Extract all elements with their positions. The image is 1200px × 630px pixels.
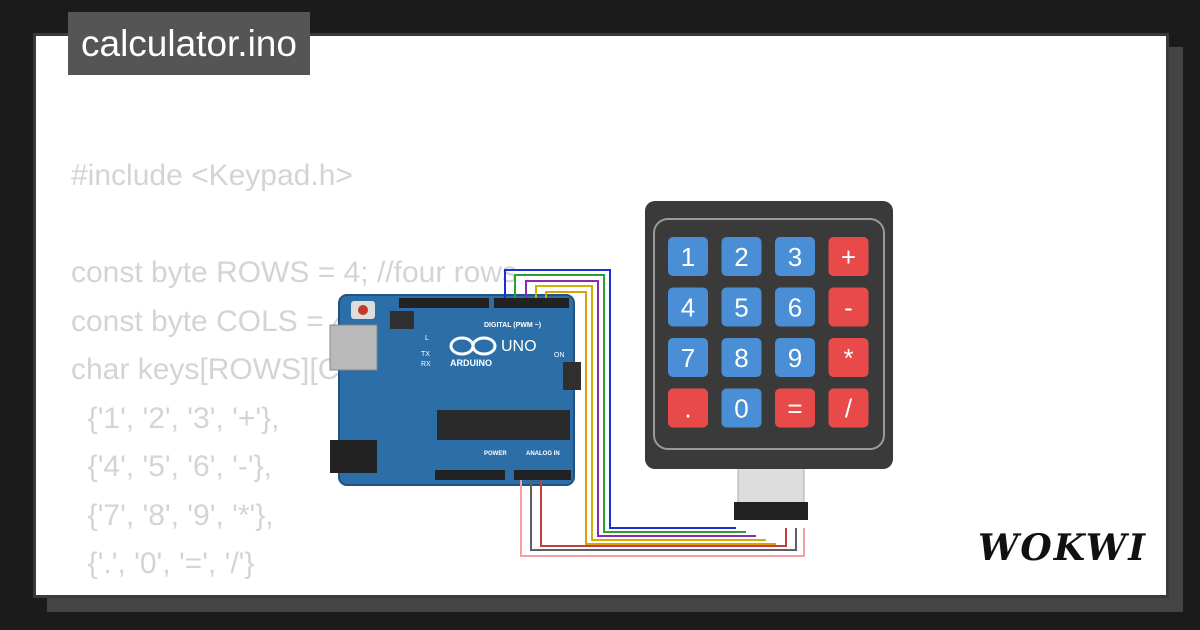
key-label: 6 [788, 293, 802, 323]
analog-label: ANALOG IN [526, 451, 560, 457]
key-*[interactable]: * [828, 338, 869, 377]
key-5[interactable]: 5 [721, 287, 762, 327]
arduino-model: UNO [501, 338, 537, 355]
wire-1 [504, 269, 736, 529]
wokwi-logo: WOKWI [978, 527, 1148, 569]
key-/[interactable]: / [828, 388, 869, 428]
l-label: L [425, 335, 429, 342]
key-label: - [844, 293, 853, 323]
key-label: 4 [681, 293, 695, 323]
power-label: POWER [484, 451, 507, 457]
wire-6 [540, 480, 787, 547]
digital-label: DIGITAL (PWM ~) [484, 322, 541, 329]
key-label: = [787, 394, 802, 424]
key-label: 8 [734, 343, 748, 373]
key-8[interactable]: 8 [721, 338, 762, 377]
key-4[interactable]: 4 [668, 287, 708, 327]
project-card: #include <Keypad.h> const byte ROWS = 4;… [33, 33, 1169, 598]
key-+[interactable]: + [828, 237, 869, 276]
key-0[interactable]: 0 [721, 388, 762, 428]
wire-5 [545, 291, 776, 545]
wire-3 [525, 280, 756, 537]
on-label: ON [554, 352, 565, 359]
key-label: 5 [734, 293, 748, 323]
key-9[interactable]: 9 [775, 338, 815, 377]
wire-4 [535, 285, 766, 541]
membrane-keypad[interactable]: 1 2 3 +4 5 6 - 7 8 9 *. 0 = / [645, 201, 893, 469]
wires [504, 269, 805, 557]
key-label: * [843, 343, 853, 373]
key-7[interactable]: 7 [668, 338, 708, 377]
key-2[interactable]: 2 [721, 237, 762, 276]
key-label: 1 [681, 242, 695, 272]
key-label: 2 [734, 242, 748, 272]
key-.[interactable]: . [668, 388, 708, 428]
arduino-brand: ARDUINO [450, 358, 492, 368]
key-=[interactable]: = [775, 388, 815, 428]
key-label: + [841, 242, 856, 272]
rx-label: RX [421, 361, 431, 368]
tx-label: TX [421, 351, 430, 358]
key-label: . [684, 394, 691, 424]
keypad-connector [734, 467, 808, 520]
key-label: / [845, 394, 853, 424]
key-label: 3 [788, 242, 802, 272]
key-6[interactable]: 6 [775, 287, 815, 327]
wire-2 [514, 274, 746, 533]
project-title: calculator.ino [68, 12, 310, 75]
wire-7 [530, 480, 797, 551]
key-label: 0 [734, 394, 748, 424]
key-label: 7 [681, 343, 695, 373]
key-1[interactable]: 1 [668, 237, 708, 276]
wire-8 [520, 480, 805, 557]
key-label: 9 [788, 343, 802, 373]
arduino-board[interactable]: UNO ARDUINO DIGITAL (PWM ~) ON TX RX L P… [329, 294, 581, 486]
key-3[interactable]: 3 [775, 237, 815, 276]
arduino-logo-icon [449, 336, 497, 356]
key--[interactable]: - [828, 287, 869, 327]
